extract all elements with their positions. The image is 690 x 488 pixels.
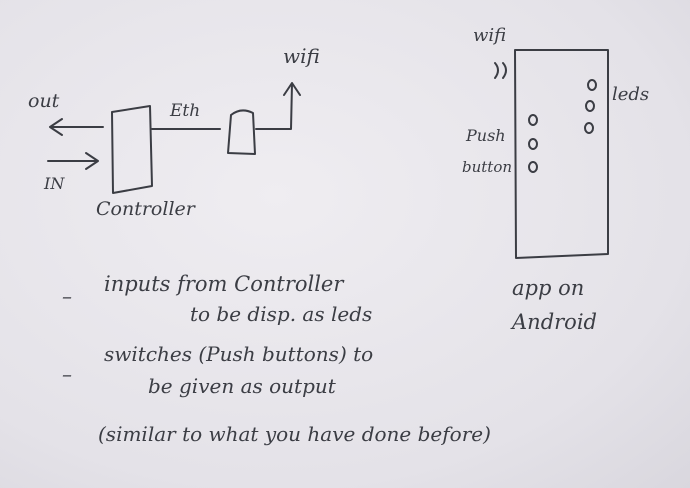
note2-line1: switches (Push buttons) to bbox=[104, 342, 374, 366]
push-button-circle bbox=[528, 114, 538, 126]
wifi-phone-label: wifi bbox=[473, 25, 507, 46]
push-button-circle bbox=[528, 138, 538, 150]
wifi-arrow bbox=[255, 82, 301, 130]
note2-bullet: – bbox=[62, 362, 72, 386]
phone-outline bbox=[514, 49, 609, 259]
led-circle bbox=[587, 79, 597, 91]
controller-box bbox=[111, 105, 153, 194]
controller-label: Controller bbox=[96, 198, 195, 220]
led-circle bbox=[585, 100, 595, 112]
note2-line2: be given as output bbox=[148, 374, 336, 398]
leds-label: leds bbox=[612, 84, 650, 105]
in-arrow bbox=[47, 152, 99, 170]
in-label: IN bbox=[44, 174, 65, 193]
led-circle bbox=[584, 122, 594, 134]
wireless-waves-icon bbox=[494, 62, 507, 79]
wifi-top-label: wifi bbox=[283, 44, 320, 68]
out-arrow bbox=[49, 118, 104, 136]
push-label: Push bbox=[466, 126, 506, 145]
note1-line2: to be disp. as leds bbox=[190, 302, 373, 326]
note1-line1: inputs from Controller bbox=[104, 272, 344, 296]
out-label: out bbox=[28, 90, 60, 112]
note3: (similar to what you have done before) bbox=[98, 422, 491, 446]
button-label: button bbox=[462, 158, 513, 176]
eth-label: Eth bbox=[170, 101, 201, 121]
note1-bullet: – bbox=[62, 284, 72, 308]
app-label-line1: app on bbox=[512, 276, 585, 300]
push-button-circle bbox=[528, 161, 538, 173]
app-label-line2: Android bbox=[512, 310, 597, 334]
router-shape bbox=[227, 109, 256, 155]
